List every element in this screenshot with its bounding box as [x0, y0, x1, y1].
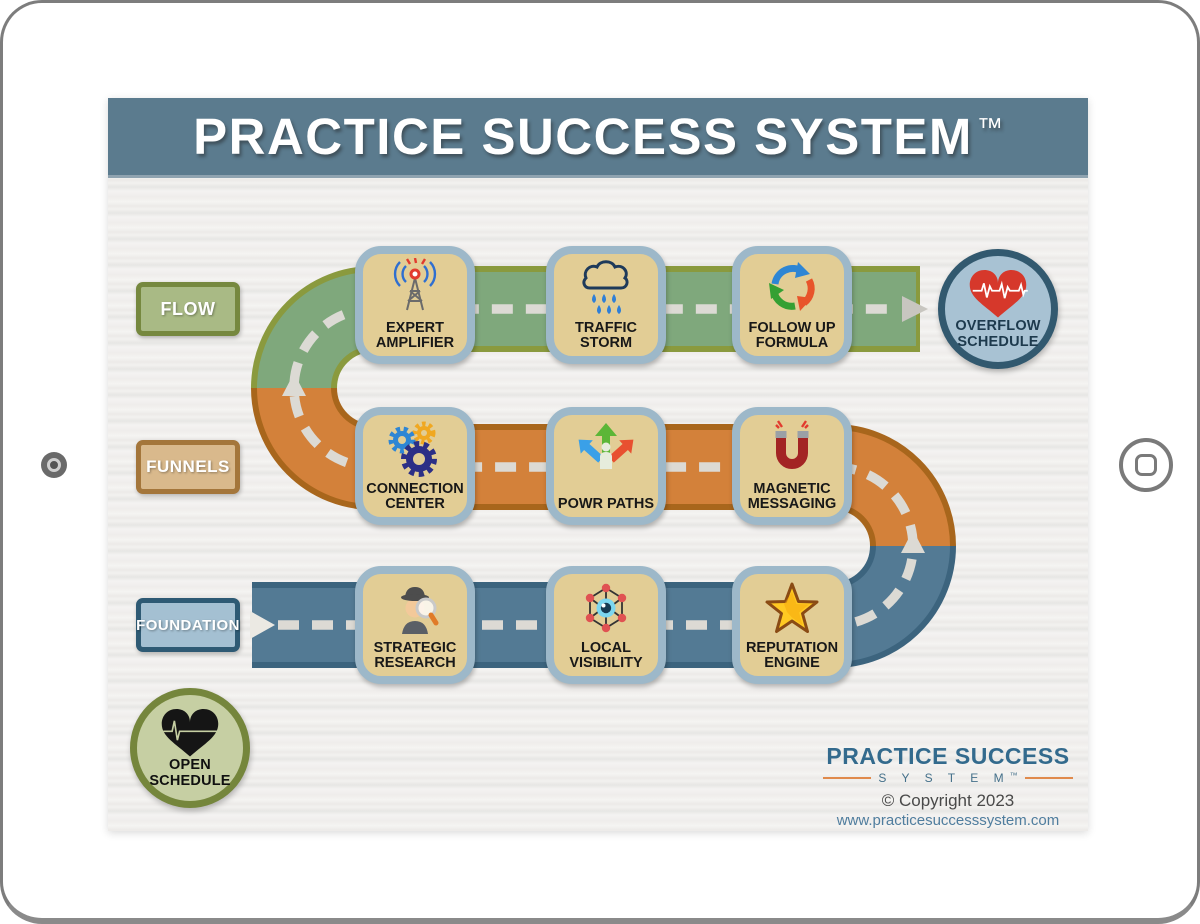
- trademark-symbol: ™: [1009, 771, 1018, 780]
- row-label-foundation: FOUNDATION: [136, 598, 240, 652]
- card-label: STRATEGIC RESEARCH: [373, 639, 457, 672]
- badge-label: OPEN SCHEDULE: [149, 757, 231, 790]
- person-arrows-icon: [554, 419, 658, 479]
- flatline-heart-icon: [161, 708, 219, 757]
- row-label-funnels-text: FUNNELS: [146, 457, 230, 476]
- gears-icon: [363, 419, 467, 479]
- tablet-camera: [41, 452, 67, 478]
- camera-lens-icon: [47, 458, 61, 472]
- rain-cloud-icon: [554, 258, 658, 318]
- row-label-funnels: FUNNELS: [136, 440, 240, 494]
- card-label: CONNECTION CENTER: [366, 480, 464, 513]
- card-powr-paths: POWR PATHS: [546, 407, 666, 525]
- broadcast-tower-icon: [363, 258, 467, 318]
- brand-system-line: S Y S T E M™: [823, 771, 1073, 785]
- row-label-foundation-text: FOUNDATION: [136, 616, 240, 634]
- brand-system-text: S Y S T E M™: [878, 771, 1018, 785]
- road-start-arrow-icon: [250, 611, 275, 639]
- row-label-flow: FLOW: [136, 282, 240, 336]
- card-label: MAGNETIC MESSAGING: [747, 480, 837, 513]
- home-button[interactable]: [1119, 438, 1173, 492]
- left-curve-up-arrow-icon: [282, 373, 306, 396]
- copyright-text: © Copyright 2023: [881, 791, 1015, 810]
- road-end-arrow-icon: [902, 296, 928, 322]
- card-follow-up-formula: FOLLOW UP FORMULA: [732, 246, 852, 364]
- card-traffic-storm: TRAFFIC STORM: [546, 246, 666, 364]
- card-local-visibility: LOCAL VISIBILITY: [546, 566, 666, 684]
- card-label: EXPERT AMPLIFIER: [375, 319, 455, 352]
- brand-rule-right: [1024, 777, 1073, 779]
- eye-network-icon: [554, 578, 658, 638]
- card-expert-amplifier: EXPERT AMPLIFIER: [355, 246, 475, 364]
- card-magnetic-messaging: MAGNETIC MESSAGING: [732, 407, 852, 525]
- badge-overflow-schedule: OVERFLOW SCHEDULE: [938, 249, 1058, 369]
- right-curve-up-arrow-icon: [901, 530, 925, 553]
- badge-open-schedule: OPEN SCHEDULE: [130, 688, 250, 808]
- star-icon: [740, 578, 844, 638]
- row-label-flow-text: FLOW: [160, 298, 216, 319]
- home-button-icon: [1135, 454, 1157, 476]
- card-label: TRAFFIC STORM: [574, 319, 637, 352]
- card-reputation-engine: REPUTATION ENGINE: [732, 566, 852, 684]
- card-label: POWR PATHS: [557, 496, 655, 513]
- badge-label: OVERFLOW SCHEDULE: [955, 318, 1041, 351]
- brand-rule-left: [823, 777, 872, 779]
- card-label: FOLLOW UP FORMULA: [748, 319, 836, 352]
- heartbeat-heart-icon: [969, 269, 1028, 318]
- card-label: REPUTATION ENGINE: [745, 639, 839, 672]
- footer-branding: PRACTICE SUCCESS S Y S T E M™ © Copyrigh…: [823, 743, 1073, 829]
- trademark-symbol: ™: [976, 112, 1003, 142]
- magnet-icon: [740, 419, 844, 479]
- cycle-arrows-icon: [740, 258, 844, 318]
- brand-logo-text: PRACTICE SUCCESS: [826, 743, 1070, 769]
- website-link[interactable]: www.practicesuccesssystem.com: [836, 812, 1060, 829]
- detective-icon: [363, 578, 467, 638]
- card-strategic-research: STRATEGIC RESEARCH: [355, 566, 475, 684]
- card-connection-center: CONNECTION CENTER: [355, 407, 475, 525]
- card-label: LOCAL VISIBILITY: [569, 639, 643, 672]
